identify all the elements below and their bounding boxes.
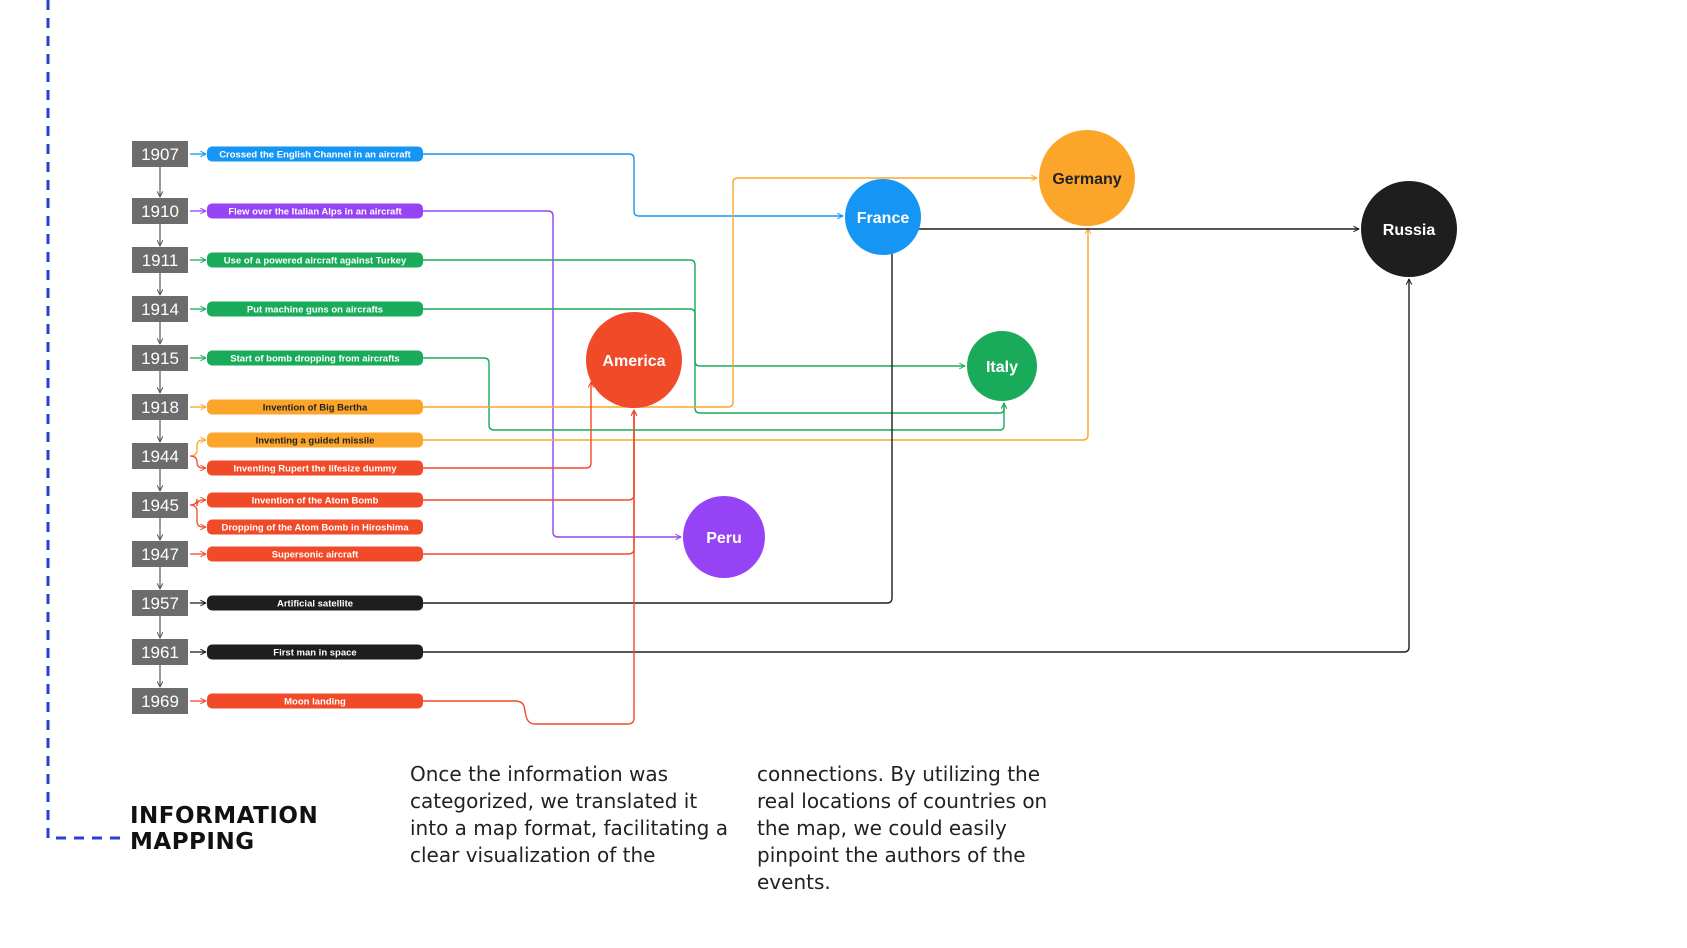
event-label: Flew over the Italian Alps in an aircraf… <box>228 207 402 218</box>
year-box-1911: 1911 <box>132 247 188 273</box>
country-label: Germany <box>1052 171 1121 188</box>
connector-lines <box>189 153 1409 725</box>
event-to-country-connector <box>423 308 1004 414</box>
event-to-country-connector <box>423 382 591 469</box>
year-to-event-arrow <box>189 455 206 468</box>
event-pill-artificial-satellite: Artificial satellite <box>207 595 423 611</box>
event-label: Inventing Rupert the lifesize dummy <box>233 464 397 475</box>
event-label: Artificial satellite <box>277 599 353 610</box>
event-pill-crossed-the-english-channel-in-an-aircraft: Crossed the English Channel in an aircra… <box>207 146 423 162</box>
event-pill-invention-of-the-atom-bomb: Invention of the Atom Bomb <box>207 492 423 508</box>
event-pill-supersonic-aircraft: Supersonic aircraft <box>207 546 423 562</box>
year-box-1907: 1907 <box>132 141 188 167</box>
year-box-1918: 1918 <box>132 394 188 420</box>
country-node-peru: Peru <box>683 496 765 578</box>
event-label: Dropping of the Atom Bomb in Hiroshima <box>222 523 410 534</box>
country-node-france: France <box>845 179 921 255</box>
event-label: Invention of Big Bertha <box>263 403 368 414</box>
event-pill-inventing-rupert-the-lifesize-dummy: Inventing Rupert the lifesize dummy <box>207 460 423 476</box>
event-label: First man in space <box>273 648 356 659</box>
event-to-country-connector <box>423 410 634 725</box>
country-label: America <box>602 353 665 370</box>
description-paragraph-2: connections. By utilizing the real locat… <box>757 762 1048 894</box>
year-label: 1907 <box>141 145 179 164</box>
year-box-1947: 1947 <box>132 541 188 567</box>
event-label: Start of bomb dropping from aircrafts <box>230 354 399 365</box>
event-label: Put machine guns on aircrafts <box>247 305 383 316</box>
year-box-1944: 1944 <box>132 443 188 469</box>
country-label: Peru <box>706 530 742 547</box>
year-label: 1915 <box>141 349 179 368</box>
year-label: 1945 <box>141 496 179 515</box>
year-box-1957: 1957 <box>132 590 188 616</box>
event-pill-invention-of-big-bertha: Invention of Big Bertha <box>207 399 423 415</box>
country-label: France <box>857 210 910 227</box>
event-to-country-connector <box>423 259 965 366</box>
year-box-1945: 1945 <box>132 492 188 518</box>
year-to-event-arrow <box>189 504 206 527</box>
event-label: Use of a powered aircraft against Turkey <box>224 256 407 267</box>
year-box-1961: 1961 <box>132 639 188 665</box>
event-to-country-connector <box>423 210 681 537</box>
year-label: 1910 <box>141 202 179 221</box>
section-title: INFORMATION MAPPING <box>130 803 318 855</box>
country-node-america: America <box>586 312 682 408</box>
event-label: Inventing a guided missile <box>256 436 375 447</box>
year-to-event-arrow <box>189 499 206 507</box>
year-to-event-arrow <box>189 440 206 457</box>
section-title-line2: MAPPING <box>130 829 255 855</box>
event-to-country-connector <box>423 228 1088 441</box>
year-box-1915: 1915 <box>132 345 188 371</box>
event-to-country-connector <box>423 357 1004 431</box>
country-node-italy: Italy <box>967 331 1037 401</box>
year-label: 1947 <box>141 545 179 564</box>
event-to-country-connector <box>423 410 634 555</box>
event-label: Moon landing <box>284 697 346 708</box>
event-to-country-connector <box>423 279 1409 653</box>
event-labels: Crossed the English Channel in an aircra… <box>207 146 423 709</box>
event-label: Supersonic aircraft <box>272 550 359 561</box>
year-label: 1961 <box>141 643 179 662</box>
event-pill-inventing-a-guided-missile: Inventing a guided missile <box>207 432 423 448</box>
year-label: 1957 <box>141 594 179 613</box>
year-box-1969: 1969 <box>132 688 188 714</box>
year-label: 1944 <box>141 447 179 466</box>
year-box-1914: 1914 <box>132 296 188 322</box>
description-paragraph-1: Once the information was categorized, we… <box>410 762 728 867</box>
country-label: Russia <box>1383 222 1436 239</box>
section-title-line1: INFORMATION <box>130 803 319 829</box>
event-pill-put-machine-guns-on-aircrafts: Put machine guns on aircrafts <box>207 301 423 317</box>
event-to-country-connector <box>423 178 1037 408</box>
event-pill-dropping-of-the-atom-bomb-in-hiroshima: Dropping of the Atom Bomb in Hiroshima <box>207 519 423 535</box>
event-pill-start-of-bomb-dropping-from-aircrafts: Start of bomb dropping from aircrafts <box>207 350 423 366</box>
event-to-country-connector <box>423 153 843 216</box>
dashed-border-line <box>46 0 125 840</box>
country-label: Italy <box>986 359 1018 376</box>
event-pill-first-man-in-space: First man in space <box>207 644 423 660</box>
event-to-country-connector <box>423 410 634 501</box>
country-node-russia: Russia <box>1361 181 1457 277</box>
year-label: 1914 <box>141 300 179 319</box>
year-label: 1911 <box>142 251 179 270</box>
event-label: Crossed the English Channel in an aircra… <box>219 150 411 161</box>
event-pill-moon-landing: Moon landing <box>207 693 423 709</box>
year-timeline: 1907 1910 1911 1914 1915 1918 1944 1945 1947 1957… <box>132 141 188 714</box>
event-pill-flew-over-the-italian-alps-in-an-aircraft: Flew over the Italian Alps in an aircraf… <box>207 203 423 219</box>
country-node-germany: Germany <box>1039 130 1135 226</box>
event-to-country-connector <box>423 229 1359 604</box>
year-box-1910: 1910 <box>132 198 188 224</box>
year-label: 1969 <box>141 692 179 711</box>
event-pill-use-of-a-powered-aircraft-against-turkey: Use of a powered aircraft against Turkey <box>207 252 423 268</box>
year-label: 1918 <box>141 398 179 417</box>
event-label: Invention of the Atom Bomb <box>252 496 379 507</box>
